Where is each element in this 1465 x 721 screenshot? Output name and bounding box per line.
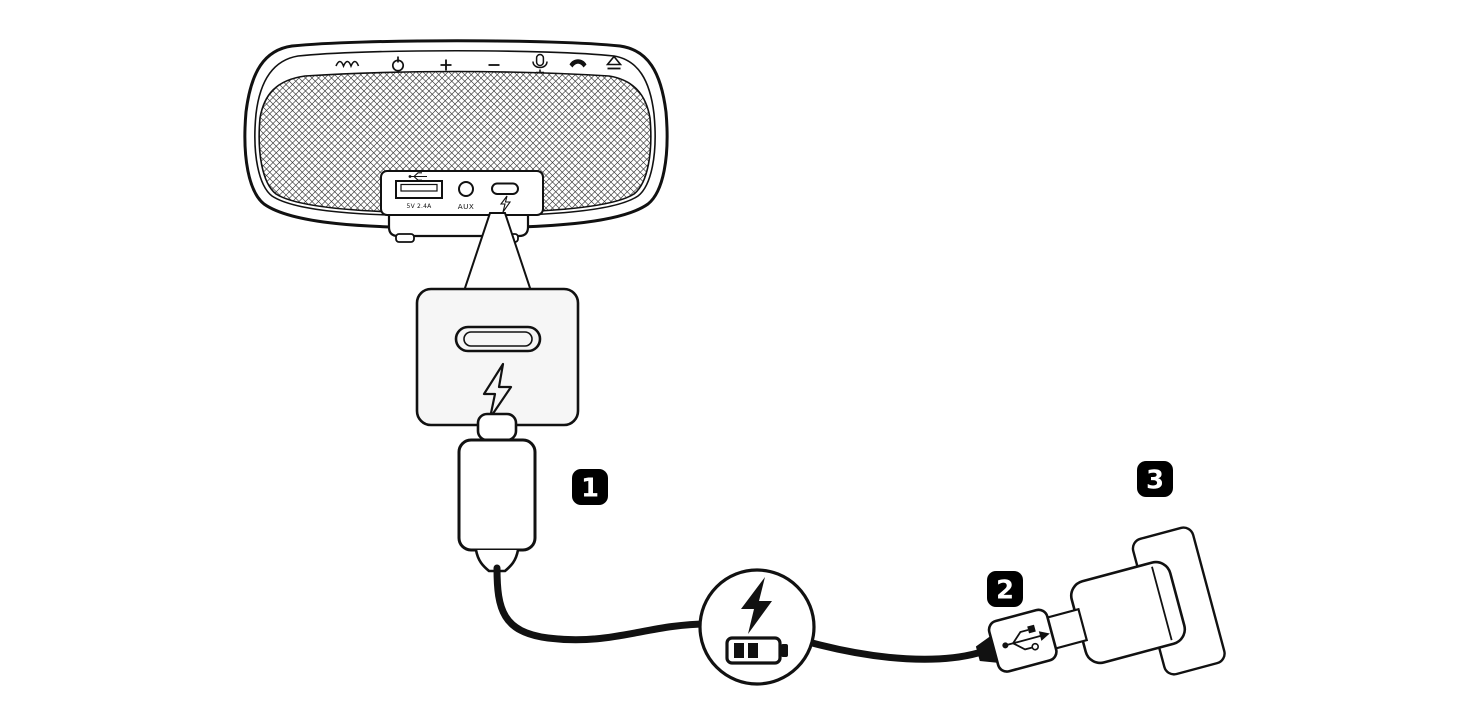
step-badge-3: 3: [1137, 461, 1173, 497]
usb-a-plug-strain-relief: [975, 635, 999, 663]
battery-charging-icon: [725, 636, 788, 665]
bracket-foot-left: [395, 233, 415, 243]
step-badge-2-number: 2: [996, 576, 1014, 606]
usb-out-rating-label: 5V 2.4A: [407, 203, 433, 210]
usb-c-plug: [457, 412, 537, 573]
step-badge-2-box: [987, 571, 1023, 607]
aux-label: AUX: [458, 202, 475, 211]
usb-logo-icon: [1002, 624, 1050, 651]
usb-c-port-callout: [415, 287, 580, 427]
charging-indicator-circle: [698, 568, 816, 686]
battery-terminal: [781, 644, 788, 657]
brand-logo: [335, 60, 360, 69]
step-badge-3-number: 3: [1146, 466, 1164, 496]
step-badge-2: 2: [987, 571, 1023, 607]
step-badge-1: 1: [572, 469, 608, 505]
aux-jack: [458, 181, 474, 197]
usb-c-charging-port: [491, 182, 519, 195]
phone-icon: [569, 59, 587, 68]
battery-bar-2: [748, 643, 758, 658]
usb-a-output-port: [395, 180, 443, 199]
battery-bar-1: [734, 643, 744, 658]
volume-up-icon: [440, 59, 452, 71]
power-adapter-face-line: [1151, 566, 1173, 641]
charging-indicator: [698, 568, 816, 686]
microphone-icon: [532, 53, 548, 74]
step-badge-1-box: [572, 469, 608, 505]
usb-c-plug-tip: [476, 412, 518, 442]
speaker-controls: [335, 53, 623, 74]
power-icon: [391, 56, 405, 72]
lightning-bolt-icon: [741, 577, 772, 634]
usb-c-port-outline: [454, 325, 542, 353]
speaker: 5V 2.4A AUX: [243, 39, 669, 243]
step-badge-3-box: [1137, 461, 1173, 497]
eject-icon: [605, 55, 623, 70]
port-panel: 5V 2.4A AUX: [380, 170, 544, 216]
usb-c-port-inner: [463, 331, 533, 347]
step-badge-1-number: 1: [581, 474, 599, 504]
usb-c-plug-body: [457, 438, 537, 552]
speaker-grille: [258, 70, 652, 214]
callout-card: [415, 287, 580, 427]
power-adapter-assembly: [975, 526, 1226, 676]
